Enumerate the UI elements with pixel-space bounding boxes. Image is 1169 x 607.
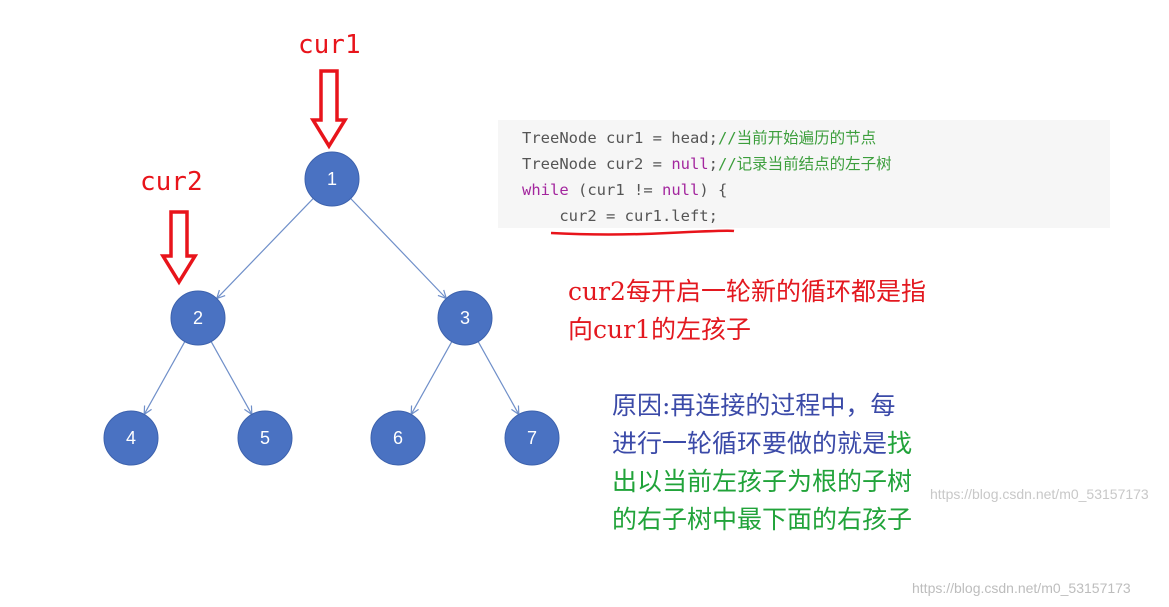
- green-note-tail: 找: [887, 429, 913, 458]
- tree-node-label: 4: [126, 428, 136, 448]
- red-note-line-2: 向cur1的左孩子: [568, 315, 751, 344]
- pointer-arrows: [159, 69, 349, 286]
- tree-node-6: 6: [370, 410, 426, 466]
- tree-node-3: 3: [437, 290, 493, 346]
- red-note-line-1: cur2每开启一轮新的循环都是指: [568, 277, 926, 306]
- green-note-line-3: 出以当前左孩子为根的子树: [612, 467, 913, 496]
- tree-edge-3-6: [410, 341, 453, 415]
- tree-node-circle: [237, 410, 293, 466]
- code-text: TreeNode cur1 = head;: [522, 129, 718, 147]
- tree-edge-3-7: [477, 341, 520, 415]
- tree-edge-1-2: [216, 198, 314, 299]
- tree-node-5: 5: [237, 410, 293, 466]
- red-underline: [550, 229, 735, 236]
- blue-note-line-1: 原因:再连接的过程中，每: [612, 391, 896, 420]
- code-comment: //记录当前结点的左子树: [717, 155, 892, 173]
- tree-node-2: 2: [170, 290, 226, 346]
- watermark-mid: https://blog.csdn.net/m0_53157173: [930, 486, 1149, 502]
- tree-edge-2-4: [143, 341, 186, 415]
- tree-nodes: 1 2 3 4 5 6 7: [103, 151, 560, 466]
- code-comment: //当前开始遍历的节点: [717, 129, 877, 147]
- tree-node-label: 2: [193, 308, 203, 328]
- code-line-4: cur2 = cur1.left;: [522, 206, 718, 226]
- cur2-label: cur2: [140, 167, 203, 197]
- tree-edge-1-3: [350, 198, 447, 299]
- code-text: TreeNode cur2 =: [522, 155, 672, 173]
- code-while-keyword: while: [522, 181, 569, 199]
- tree-node-label: 7: [527, 428, 537, 448]
- red-explanation-note: cur2每开启一轮新的循环都是指 向cur1的左孩子: [568, 273, 926, 349]
- tree-edges: [143, 198, 520, 416]
- code-line-1: TreeNode cur1 = head;//当前开始遍历的节点: [522, 128, 876, 148]
- code-text: (cur1 !=: [568, 181, 662, 199]
- code-null-keyword: null: [662, 181, 700, 199]
- blue-note-line-2: 进行一轮循环要做的就是: [612, 429, 888, 458]
- tree-node-label: 3: [460, 308, 470, 328]
- green-note-line-4: 的右子树中最下面的右孩子: [612, 505, 913, 534]
- code-null-keyword: null: [671, 155, 709, 173]
- tree-node-4: 4: [103, 410, 159, 466]
- cur1-label: cur1: [298, 30, 361, 60]
- tree-node-circle: [370, 410, 426, 466]
- tree-node-circle: [504, 410, 560, 466]
- reason-explanation-note: 原因:再连接的过程中，每 进行一轮循环要做的就是找 出以当前左孩子为根的子树 的…: [612, 387, 912, 539]
- code-text: ) {: [699, 181, 728, 199]
- tree-node-label: 1: [327, 169, 337, 189]
- tree-node-label: 6: [393, 428, 403, 448]
- code-text: ;: [708, 155, 718, 173]
- tree-node-circle: [437, 290, 493, 346]
- tree-node-7: 7: [504, 410, 560, 466]
- code-text: cur2 = cur1.left;: [522, 207, 718, 225]
- cur2-pointer-arrow: [159, 210, 199, 286]
- code-line-3: while (cur1 != null) {: [522, 180, 727, 200]
- cur1-pointer-arrow: [309, 69, 349, 150]
- tree-node-circle: [304, 151, 360, 207]
- tree-node-label: 5: [260, 428, 270, 448]
- tree-edge-2-5: [210, 341, 253, 415]
- tree-node-1: 1: [304, 151, 360, 207]
- code-line-2: TreeNode cur2 = null;//记录当前结点的左子树: [522, 154, 892, 174]
- code-snippet-panel: TreeNode cur1 = head;//当前开始遍历的节点 TreeNod…: [498, 120, 1110, 228]
- tree-node-circle: [103, 410, 159, 466]
- watermark-bottom: https://blog.csdn.net/m0_53157173: [912, 580, 1131, 596]
- tree-node-circle: [170, 290, 226, 346]
